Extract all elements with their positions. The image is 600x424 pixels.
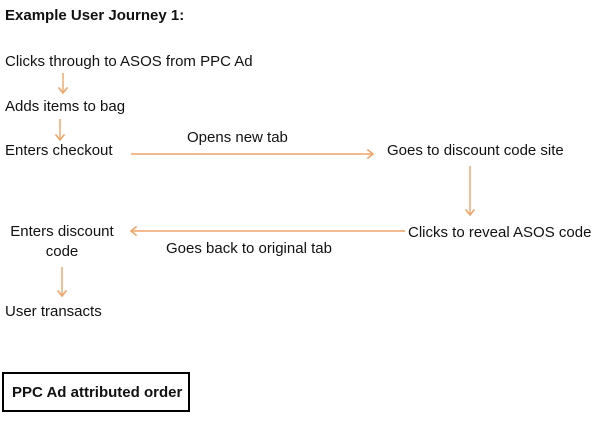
step-user-transacts: User transacts <box>5 303 102 320</box>
step-clicks-reveal-code: Clicks to reveal ASOS code <box>408 224 592 241</box>
transition-opens-new-tab: Opens new tab <box>187 129 288 146</box>
step-goes-to-discount-site: Goes to discount code site <box>387 142 564 159</box>
step-clicks-through: Clicks through to ASOS from PPC Ad <box>5 53 253 70</box>
diagram-title: Example User Journey 1: <box>5 7 185 24</box>
step-enters-discount-code: Enters discount code <box>10 223 114 260</box>
step-enters-checkout: Enters checkout <box>5 142 113 159</box>
outcome-box: PPC Ad attributed order <box>2 372 190 412</box>
step-adds-items: Adds items to bag <box>5 98 126 115</box>
transition-goes-back: Goes back to original tab <box>166 240 332 257</box>
outcome-box-label: PPC Ad attributed order <box>12 383 183 401</box>
